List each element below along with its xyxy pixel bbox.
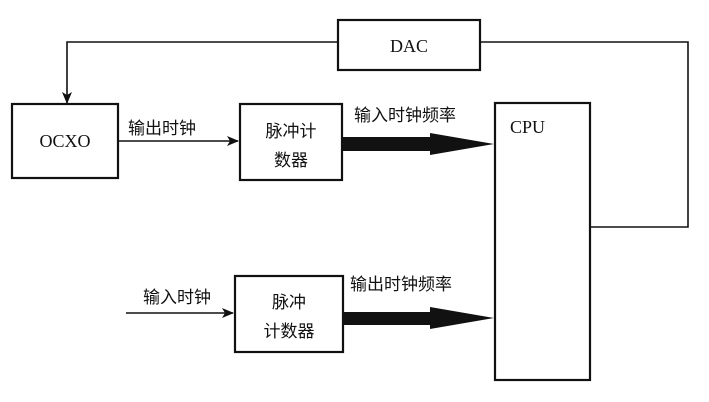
ocxo-label: OCXO (39, 131, 90, 151)
counter-bottom-label-line1: 脉冲 (272, 293, 306, 313)
ocxo-box (10, 102, 120, 180)
counter-top-box (238, 102, 344, 182)
feedback-line-dac-to-ocxo (62, 41, 338, 104)
counter-bottom-label-line2: 计数器 (264, 322, 315, 342)
counter-top-label-line2: 数器 (274, 151, 308, 171)
feedback-line-cpu-to-dac (480, 41, 689, 228)
thick-arrow-counter-top-to-cpu (342, 133, 494, 155)
edge-label-input-clock: 输入时钟 (143, 288, 211, 308)
counter-top-label-line1: 脉冲计 (266, 122, 317, 142)
dac-label: DAC (390, 36, 428, 56)
edge-label-output-clock: 输出时钟 (128, 119, 196, 139)
thick-arrow-counter-bottom-to-cpu (343, 307, 494, 329)
edge-label-output-clock-frequency: 输出时钟频率 (350, 275, 452, 295)
counter-bottom-box (233, 274, 345, 354)
edge-label-input-clock-frequency: 输入时钟频率 (354, 106, 456, 126)
cpu-box (493, 101, 592, 382)
cpu-label: CPU (510, 117, 545, 137)
dac-box (336, 18, 482, 72)
